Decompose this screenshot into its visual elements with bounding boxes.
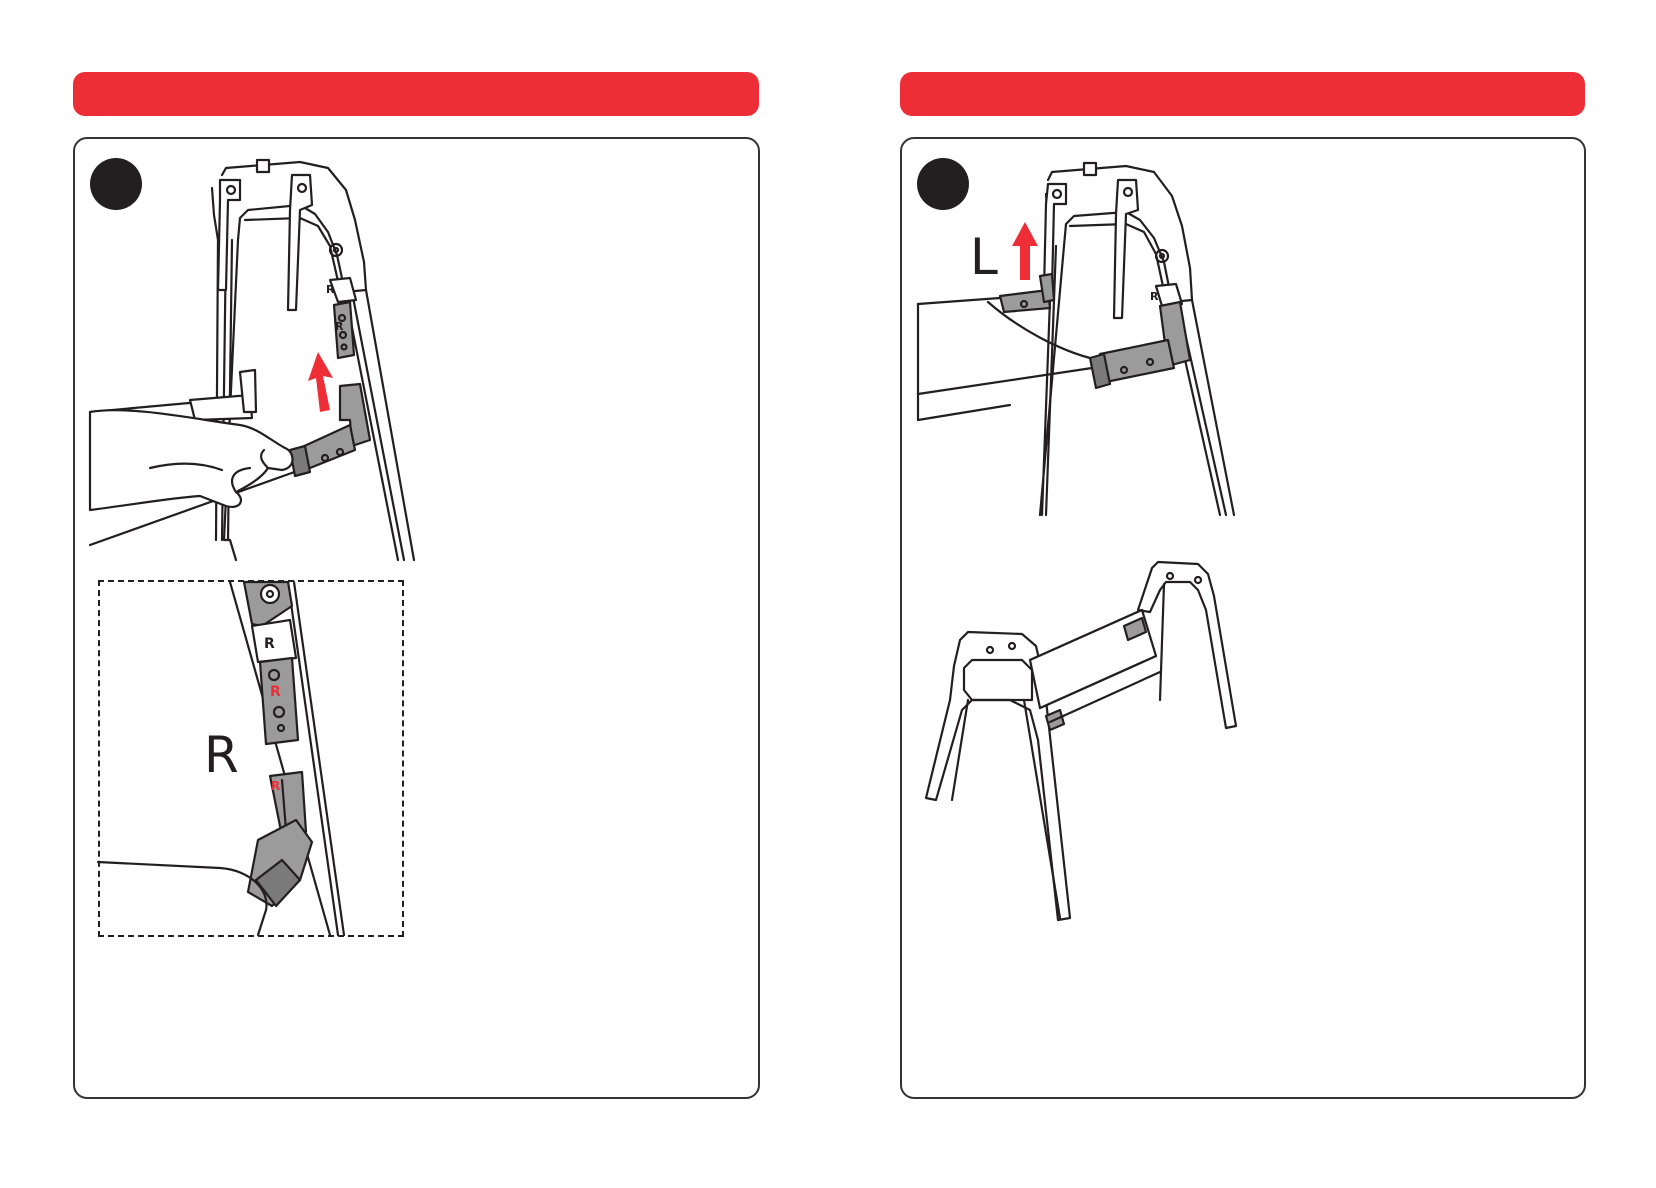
assembled-stand-illustration [0, 0, 1656, 1188]
